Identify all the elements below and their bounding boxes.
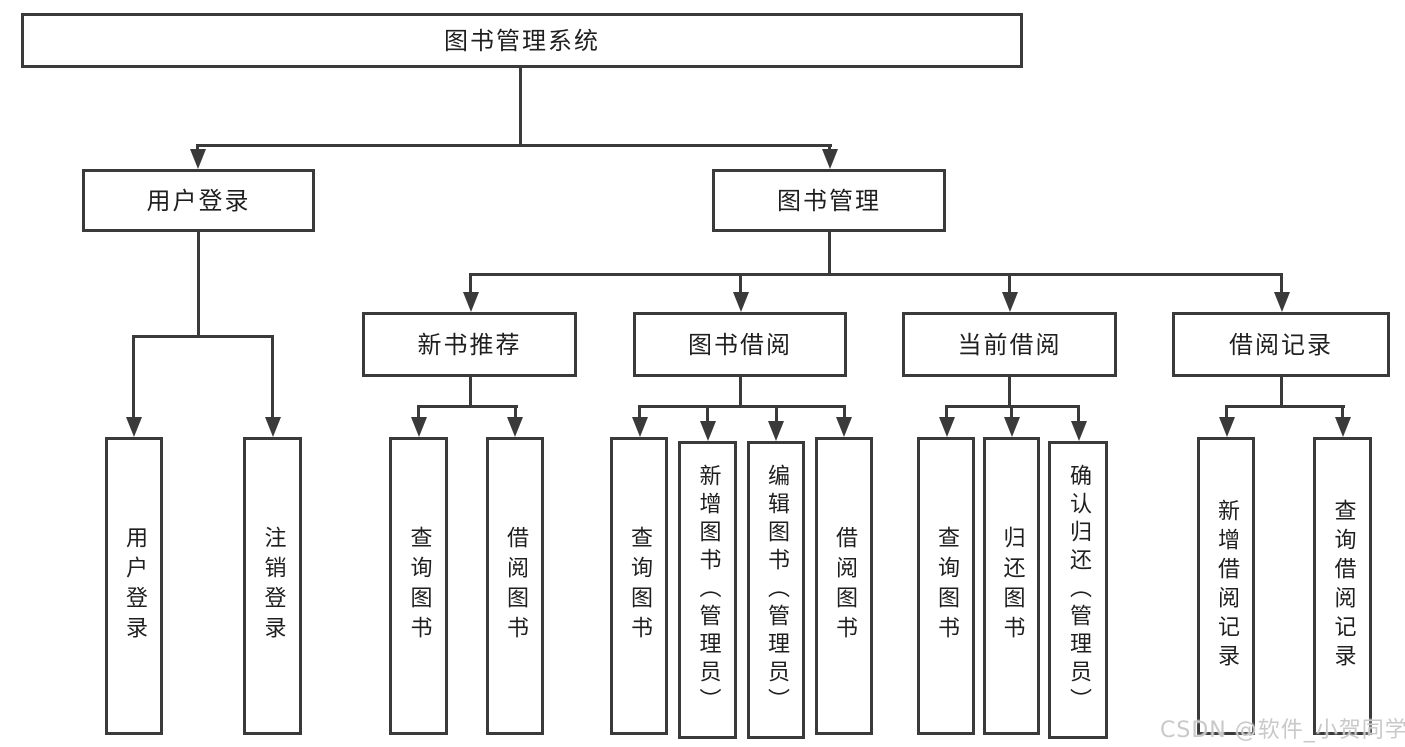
node-user-login: 用户登录 — [82, 169, 315, 232]
arrow-down-icon — [836, 417, 852, 437]
arrow-down-icon — [1071, 421, 1087, 441]
connector-line — [197, 232, 200, 338]
node-borrow-records: 借阅记录 — [1172, 312, 1390, 377]
arrow-down-icon — [1002, 292, 1018, 312]
connector-line — [196, 144, 199, 152]
connector-line — [469, 273, 1283, 276]
arrow-down-icon — [700, 421, 716, 441]
connector-line — [828, 144, 831, 152]
connector-line — [1280, 273, 1283, 294]
leaf-edit-book-admin: 编辑图书（管理员） — [747, 441, 805, 739]
node-book-borrow: 图书借阅 — [633, 312, 847, 377]
node-book-management: 图书管理 — [712, 169, 946, 232]
node-root: 图书管理系统 — [21, 13, 1023, 68]
connector-line — [1010, 405, 1013, 419]
arrow-down-icon — [126, 417, 142, 437]
arrow-down-icon — [190, 149, 206, 169]
arrow-down-icon — [507, 417, 523, 437]
node-current-borrow: 当前借阅 — [902, 312, 1117, 377]
leaf-add-borrow-record: 新增借阅记录 — [1197, 437, 1255, 735]
connector-line — [417, 405, 518, 408]
connector-line — [739, 377, 742, 408]
connector-line — [638, 405, 846, 408]
connector-line — [1077, 405, 1080, 423]
leaf-borrow-book-2: 借阅图书 — [815, 437, 873, 735]
leaf-user-login: 用户登录 — [105, 437, 163, 735]
leaf-add-book-admin: 新增图书（管理员） — [678, 441, 737, 739]
connector-line — [417, 405, 420, 419]
leaf-borrow-book-1: 借阅图书 — [486, 437, 544, 735]
connector-line — [469, 273, 472, 294]
connector-line — [1225, 405, 1345, 408]
arrow-down-icon — [1274, 292, 1290, 312]
connector-line — [469, 377, 472, 408]
node-new-book-recommend: 新书推荐 — [362, 312, 577, 377]
connector-line — [706, 405, 709, 423]
connector-line — [739, 273, 742, 294]
arrow-down-icon — [463, 292, 479, 312]
watermark: CSDN @软件_小贺同学 — [1160, 718, 1405, 743]
connector-line — [132, 335, 274, 338]
leaf-query-borrow-record: 查询借阅记录 — [1313, 437, 1372, 735]
leaf-confirm-return-admin: 确认归还（管理员） — [1048, 441, 1108, 739]
connector-line — [945, 405, 948, 419]
arrow-down-icon — [768, 421, 784, 441]
connector-line — [843, 405, 846, 419]
arrow-down-icon — [1004, 417, 1020, 437]
connector-line — [196, 144, 832, 147]
arrow-down-icon — [265, 417, 281, 437]
connector-line — [1008, 377, 1011, 408]
leaf-query-book-2: 查询图书 — [610, 437, 668, 735]
connector-line — [514, 405, 517, 419]
leaf-logout: 注销登录 — [243, 437, 302, 735]
connector-line — [638, 405, 641, 419]
connector-line — [828, 232, 831, 276]
connector-line — [1280, 377, 1283, 408]
arrow-down-icon — [822, 149, 838, 169]
connector-line — [271, 335, 274, 419]
connector-line — [132, 335, 135, 419]
arrow-down-icon — [1335, 417, 1351, 437]
leaf-query-book-3: 查询图书 — [917, 437, 975, 735]
arrow-down-icon — [411, 417, 427, 437]
connector-line — [775, 405, 778, 423]
connector-line — [519, 68, 522, 147]
leaf-query-book-1: 查询图书 — [389, 437, 448, 735]
connector-line — [1225, 405, 1228, 419]
leaf-return-book: 归还图书 — [983, 437, 1040, 735]
arrow-down-icon — [939, 417, 955, 437]
arrow-down-icon — [1219, 417, 1235, 437]
connector-line — [1341, 405, 1344, 419]
arrow-down-icon — [733, 292, 749, 312]
arrow-down-icon — [632, 417, 648, 437]
connector-line — [1008, 273, 1011, 294]
